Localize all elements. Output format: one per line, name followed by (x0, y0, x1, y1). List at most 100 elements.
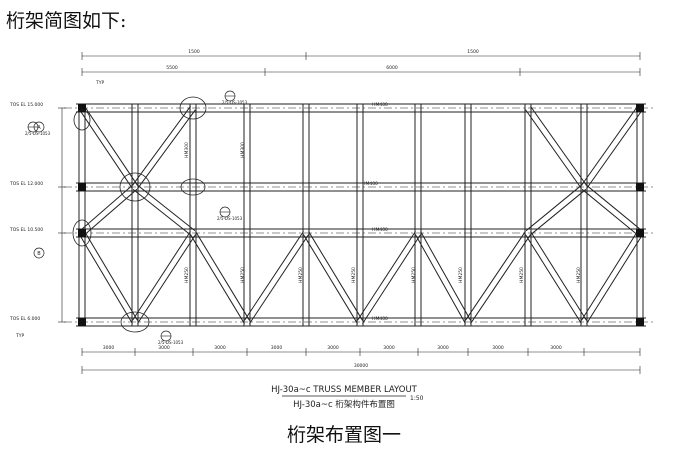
web-member-label: HM250 (298, 267, 304, 283)
axis-tag-label: A (37, 125, 41, 131)
joint-plate-3-1 (636, 318, 644, 326)
diag-top-left-b-edge-b (132, 105, 191, 186)
joint-plate-3-0 (78, 318, 86, 326)
dim-value-bottom: 3000 (492, 345, 504, 351)
joint-plate-0-0 (78, 104, 86, 112)
web-member-label: HM300 (240, 142, 246, 158)
dim-value-bottom: 3000 (103, 345, 115, 351)
diag-top-left-c-edge-b (79, 184, 134, 232)
chord-member-label: HM400 (362, 181, 378, 187)
diag-top-right-d-edge-a (581, 188, 639, 236)
chord-member-label: HM400 (372, 227, 388, 233)
joint-plate-1-0 (78, 183, 86, 191)
web-member-label: HM250 (184, 267, 190, 283)
dim-value-bottom: 3000 (327, 345, 339, 351)
dim-value-bottom: 3000 (437, 345, 449, 351)
diag-top-left-d-edge-a (132, 188, 192, 236)
dim-value-bottom: 3000 (271, 345, 283, 351)
dim-value-top: 1500 (188, 49, 200, 55)
diag-bottom-4-a-edge-b (530, 231, 587, 321)
diag-top-right-b-edge-b (581, 105, 638, 186)
drawing-scale: 1:50 (410, 395, 424, 402)
diag-top-left-c-edge-a (83, 188, 138, 236)
figure-caption: 桁架布置图一 (286, 424, 401, 446)
diag-bottom-2-a-edge-a (303, 234, 358, 324)
diag-bottom-2-b-edge-b (357, 231, 416, 321)
diag-bottom-3-b-edge-b (465, 231, 526, 321)
level-label: TOS EL 12.000 (9, 181, 43, 187)
diag-bottom-1-b-edge-a (249, 234, 309, 324)
diag-bottom-3-b-edge-a (470, 234, 531, 324)
web-member-label: HM250 (458, 267, 464, 283)
web-member-label: HM250 (411, 267, 417, 283)
dim-value-bottom: 3000 (158, 345, 170, 351)
diag-top-right-a-edge-a (525, 109, 582, 190)
dim-value-bottom: 3000 (214, 345, 226, 351)
diag-bottom-0-b-edge-a (137, 234, 196, 324)
drawing-title-block: HJ-30a~c TRUSS MEMBER LAYOUT HJ-30a~c 桁架… (271, 385, 424, 410)
dim-value-span: 5500 (166, 65, 178, 71)
axis-tag-label: B (37, 251, 41, 257)
web-member-label: HM300 (184, 142, 190, 158)
truss-frame (64, 103, 654, 327)
chord-member-label: HM400 (372, 102, 388, 108)
dim-value-bottom: 3000 (383, 345, 395, 351)
diag-bottom-4-b-edge-a (586, 234, 643, 324)
diag-bottom-0-a-edge-a (78, 234, 133, 324)
axis-tag-circle (33, 121, 45, 133)
diag-top-left-a-edge-a (79, 109, 133, 189)
joint-plate-0-1 (636, 104, 644, 112)
dim-value-span: 6000 (386, 65, 398, 71)
diag-bottom-1-a-edge-b (195, 231, 250, 321)
chord-member-label: HM400 (372, 316, 388, 322)
level-label: TOS EL 15.000 (9, 102, 43, 108)
diag-top-left-d-edge-b (136, 184, 196, 232)
detail-bubble-3 (120, 311, 150, 333)
detail-bubble-5 (180, 178, 206, 196)
diag-bottom-2-a-edge-b (308, 231, 363, 321)
intro-text: 桁架简图如下: (6, 10, 127, 32)
diag-bottom-1-b-edge-b (244, 231, 304, 321)
web-member-label: HM250 (519, 267, 525, 283)
web-member-label: HM250 (240, 267, 246, 283)
web-member-label: HM250 (351, 267, 357, 283)
dim-value-top: 1500 (467, 49, 479, 55)
diag-bottom-0-a-edge-b (84, 231, 139, 321)
joint-plate-2-0 (78, 229, 86, 237)
drawing-title-cn: HJ-30a~c 桁架构件布置图 (293, 399, 395, 410)
diag-top-right-c-edge-b (525, 184, 583, 232)
level-label: TOS EL 6.000 (9, 316, 40, 322)
detail-bubble-4 (73, 109, 91, 131)
detail-bubble-1 (119, 172, 151, 202)
level-label: TOS EL 10.500 (9, 227, 43, 233)
web-member-label: HM250 (576, 267, 582, 283)
drawing-title-en: HJ-30a~c TRUSS MEMBER LAYOUT (271, 385, 418, 395)
typ-note: TYP (95, 80, 104, 86)
detail-bubble-0 (179, 96, 207, 120)
diag-top-right-d-edge-b (585, 184, 643, 232)
diag-bottom-4-a-edge-a (525, 234, 582, 324)
diag-top-right-b-edge-a (586, 109, 643, 190)
axis-tag-circle (33, 247, 45, 259)
joint-plate-1-1 (636, 183, 644, 191)
section-ref-label: 2/5-DS-1053 (25, 131, 51, 136)
section-ref-label: 2/5-DS-1053 (158, 340, 184, 345)
dimension-lines: 1500 1500 5500 6000 3000 3000 3000 3000 3000 3000… (58, 49, 641, 374)
diag-bottom-3-a-edge-b (420, 231, 472, 321)
diag-bottom-3-a-edge-a (414, 234, 466, 324)
section-ref-label: 2/5-DS-1053 (222, 100, 248, 105)
diag-top-right-c-edge-a (529, 188, 587, 236)
diag-bottom-2-b-edge-a (362, 234, 421, 324)
diag-bottom-0-b-edge-b (132, 231, 191, 321)
detail-bubble-2 (72, 219, 92, 247)
diag-top-left-a-edge-b (84, 106, 138, 186)
joint-plate-2-1 (636, 229, 644, 237)
diag-bottom-4-b-edge-b (581, 231, 638, 321)
typ-note: TYP (15, 333, 24, 339)
dim-value-overall: 30000 (354, 363, 368, 369)
dim-value-bottom: 3000 (550, 345, 562, 351)
diag-top-right-a-edge-b (530, 105, 587, 186)
diag-top-left-b-edge-a (137, 109, 196, 190)
